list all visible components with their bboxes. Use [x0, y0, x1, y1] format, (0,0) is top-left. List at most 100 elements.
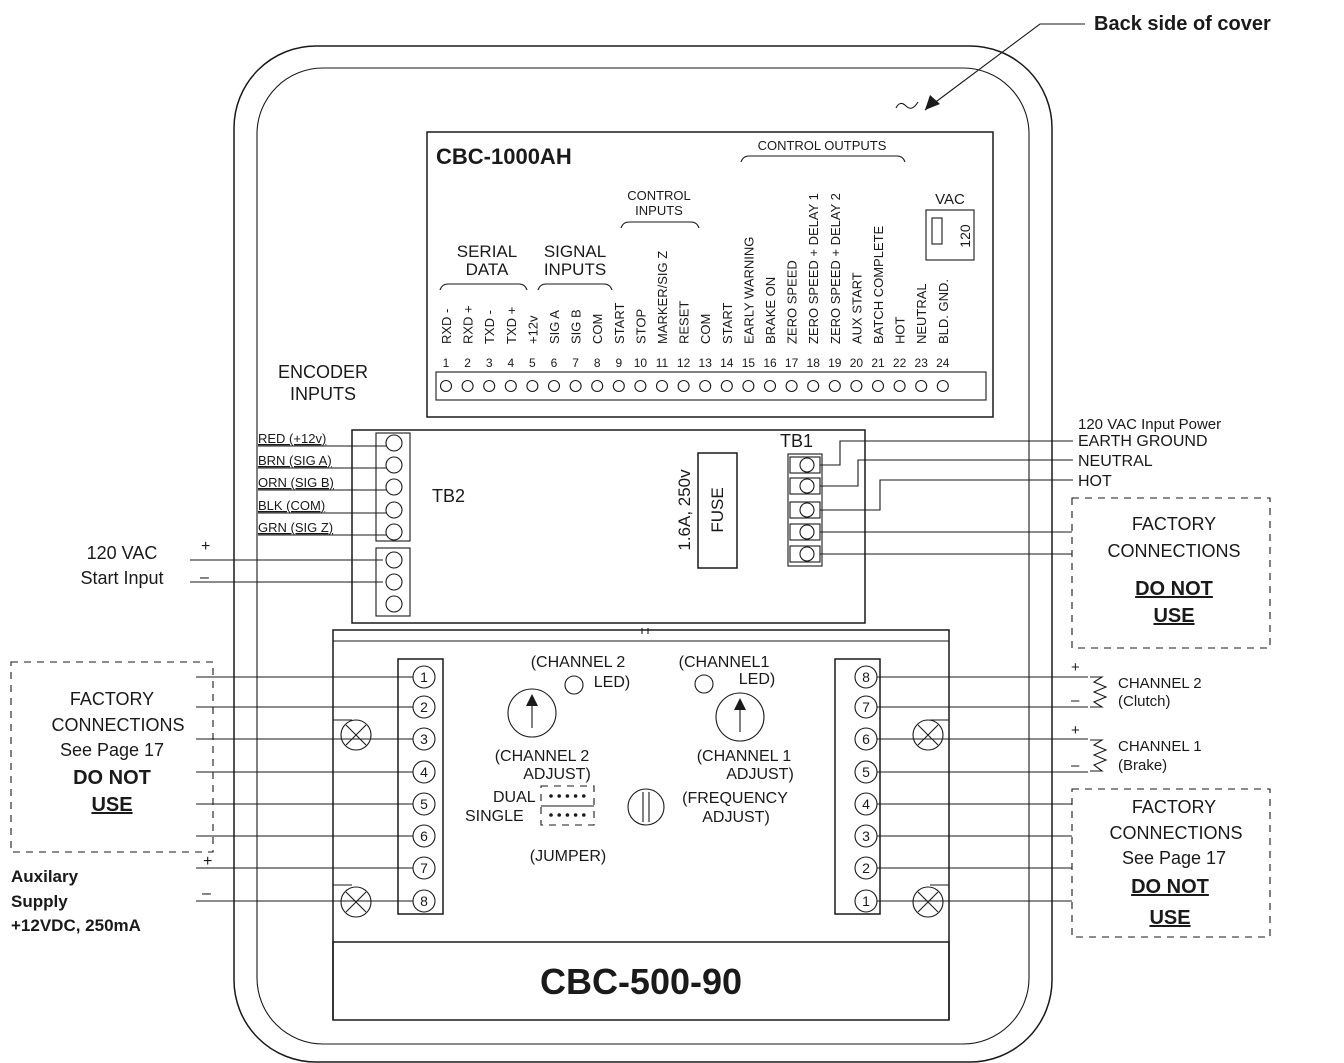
terminal-screw[interactable] [936, 379, 949, 393]
tb1-terminal[interactable] [799, 502, 815, 518]
terminal-screw[interactable] [785, 379, 798, 393]
terminal-screw[interactable] [893, 379, 906, 393]
tb1-terminal[interactable] [799, 546, 815, 562]
terminal-label: START [720, 303, 735, 344]
terminal-screw[interactable] [504, 379, 517, 393]
vac-label: VAC [935, 191, 965, 208]
jumper-header[interactable] [540, 785, 595, 826]
left-terminal-number: 2 [420, 699, 428, 715]
terminal-label: BRAKE ON [763, 277, 778, 344]
ch1-name: CHANNEL 1 [1118, 738, 1202, 755]
ch2-adjust-pot-icon[interactable] [507, 688, 557, 738]
fuse: FUSE 1.6A, 250v [675, 452, 738, 569]
terminal-screw[interactable] [871, 379, 885, 393]
cbc500-right-terminal-block [834, 658, 881, 915]
cbc500-title: CBC-500-90 [540, 961, 742, 1002]
frequency-adjust-icon[interactable] [627, 788, 665, 826]
ch2-desc: (Clutch) [1118, 693, 1171, 710]
right-terminal-wires [877, 676, 1088, 902]
terminal-screw[interactable] [461, 379, 474, 393]
ch1-led-label1: (CHANNEL1 [679, 654, 770, 671]
terminal-screw[interactable] [634, 379, 647, 393]
terminal-screw[interactable] [591, 379, 604, 393]
terminal-screw[interactable] [439, 379, 453, 393]
callout-arrowhead [925, 95, 940, 110]
terminal-label: ZERO SPEED [785, 260, 800, 344]
terminal-screw[interactable] [569, 379, 582, 393]
right-terminal-number: 7 [862, 699, 870, 715]
terminal-screw[interactable] [483, 379, 496, 393]
tb1-terminal[interactable] [799, 524, 815, 540]
left-terminal-number: 4 [420, 764, 428, 780]
control-outputs-bracket [740, 155, 906, 163]
terminal-screw[interactable] [915, 379, 928, 393]
factory-left-line2: CONNECTIONS [51, 715, 184, 735]
tb2-terminal[interactable] [385, 523, 403, 541]
enclosure-inner [256, 67, 1030, 1045]
jumper-pin [549, 813, 553, 817]
left-terminal-number: 3 [420, 731, 428, 747]
terminal-screw[interactable] [526, 379, 539, 393]
cbc500-left-terminal-block [397, 658, 444, 915]
ch2-adjust-label1: (CHANNEL 2 [495, 748, 590, 765]
signal-inputs-line1: SIGNAL [544, 242, 606, 261]
right-terminal-number: 6 [862, 731, 870, 747]
tb1-terminal[interactable] [799, 478, 815, 494]
factory-br-warning1: DO NOT [1131, 876, 1209, 898]
callout-label: Back side of cover [1094, 13, 1271, 35]
terminal-screw[interactable] [850, 379, 863, 393]
terminal-number: 13 [699, 356, 713, 370]
jumper-pin [582, 794, 586, 798]
neutral-label: NEUTRAL [1078, 453, 1153, 470]
ch1-adjust-pot-icon[interactable] [715, 692, 765, 742]
tb1-terminal-cell [789, 501, 821, 519]
control-inputs-line1: CONTROL [627, 188, 691, 203]
ch1-minus: – [1071, 757, 1080, 774]
terminal-screw[interactable] [612, 379, 625, 393]
cbc1000-terminal-block [435, 371, 987, 401]
terminal-label: SIG B [569, 309, 584, 344]
terminal-number: 3 [486, 356, 493, 370]
terminal-screw[interactable] [807, 379, 820, 393]
tb1-terminal-cell [789, 456, 821, 474]
serial-data-line1: SERIAL [457, 242, 517, 261]
tb2-terminal[interactable] [385, 434, 403, 452]
left-terminal-number: 8 [420, 893, 428, 909]
start-input-label1: 120 VAC [87, 543, 158, 563]
terminal-screw[interactable] [828, 379, 841, 393]
power-board [351, 429, 866, 624]
aux-supply-line2: Supply [11, 892, 68, 911]
tb1-terminal[interactable] [799, 457, 815, 473]
tb1-label: TB1 [780, 431, 813, 451]
terminal-number: 21 [871, 356, 885, 370]
factory-left-warning1: DO NOT [73, 767, 151, 789]
tb2-terminal[interactable] [385, 478, 403, 496]
terminal-number: 5 [529, 356, 536, 370]
terminal-screw[interactable] [742, 379, 755, 393]
encoder-wire-label: BLK (COM) [258, 498, 325, 513]
terminal-number: 4 [507, 356, 514, 370]
terminal-screw[interactable] [763, 379, 777, 393]
control-inputs-line2: INPUTS [635, 203, 683, 218]
terminal-screw[interactable] [547, 379, 561, 393]
tb2-terminal[interactable] [385, 456, 403, 474]
terminal-screw[interactable] [655, 379, 669, 393]
terminal-screw[interactable] [720, 379, 733, 393]
factory-br-line2: CONNECTIONS [1109, 823, 1242, 843]
ch1-led-label2: LED) [739, 671, 775, 688]
tb2-start-terminal[interactable] [385, 573, 403, 591]
terminal-screw[interactable] [677, 379, 690, 393]
aux-supply-plus: + [203, 853, 212, 870]
tb2-start-terminal[interactable] [385, 551, 403, 569]
vac-switch[interactable] [925, 209, 975, 261]
right-terminal-number: 1 [862, 893, 870, 909]
tb2-start-terminal[interactable] [385, 595, 403, 613]
tb2-label: TB2 [432, 486, 465, 506]
freq-adjust-label2: ADJUST) [702, 809, 770, 826]
ch2-led-label1: (CHANNEL 2 [531, 654, 626, 671]
terminal-screw[interactable] [699, 379, 712, 393]
tb2-terminal[interactable] [385, 501, 403, 519]
neutral-wire [820, 459, 1073, 487]
